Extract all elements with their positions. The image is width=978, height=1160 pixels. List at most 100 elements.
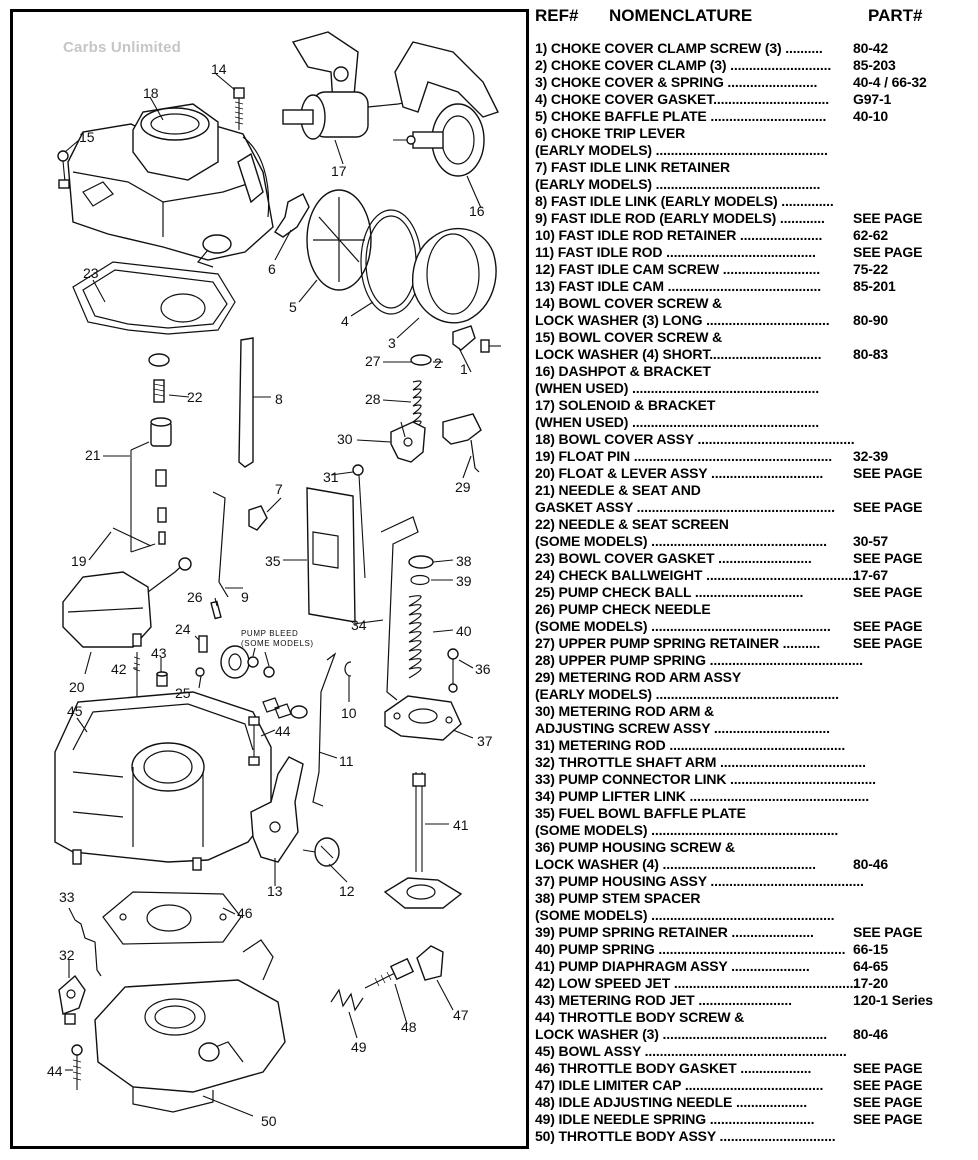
- list-item: 3) CHOKE COVER & SPRING ................…: [535, 74, 975, 91]
- part-number: 80-83: [853, 346, 889, 362]
- callout-13: 13: [267, 883, 283, 899]
- fuel-bowl-baffle-35-part: [306, 487, 356, 623]
- part-description: 35) FUEL BOWL BAFFLE PLATE: [535, 805, 746, 821]
- list-item: 7) FAST IDLE LINK RETAINER: [535, 159, 975, 176]
- part-number: 62-62: [853, 227, 889, 243]
- part-number: 30-57: [853, 533, 889, 549]
- list-item: (SOME MODELS) ..........................…: [535, 822, 975, 839]
- callout-4: 4: [341, 313, 349, 329]
- upper-pump-spring-retainer-27-part: [410, 354, 432, 366]
- part-description: 29) METERING ROD ARM ASSY: [535, 669, 742, 685]
- low-speed-jet-42-part: [133, 652, 141, 702]
- part-description: 16) DASHPOT & BRACKET: [535, 363, 711, 379]
- list-item: 24) CHECK BALLWEIGHT ...................…: [535, 567, 975, 584]
- part-description: 23) BOWL COVER GASKET ..................…: [535, 550, 812, 566]
- pump-check-needle-26-part: [210, 600, 222, 620]
- part-description: LOCK WASHER (4) ........................…: [535, 856, 816, 872]
- list-item: 28) UPPER PUMP SPRING ..................…: [535, 652, 975, 669]
- callout-23: 23: [83, 265, 99, 281]
- callout-20: 20: [69, 679, 85, 695]
- callout-31: 31: [323, 469, 339, 485]
- list-item: (SOME MODELS) ..........................…: [535, 907, 975, 924]
- throttle-body-screw-lower-44-part: [71, 1044, 83, 1090]
- fast-idle-link-retainer-7-part: [248, 505, 268, 531]
- part-description: 10) FAST IDLE ROD RETAINER .............…: [535, 227, 823, 243]
- list-item: 38) PUMP STEM SPACER: [535, 890, 975, 907]
- callout-19: 19: [71, 553, 87, 569]
- part-number: SEE PAGE: [853, 465, 923, 481]
- callout-8: 8: [275, 391, 283, 407]
- pump-bleed-part: [220, 645, 275, 679]
- needle-seat-21-part: [130, 353, 172, 553]
- list-item: 35) FUEL BOWL BAFFLE PLATE: [535, 805, 975, 822]
- list-item: LOCK WASHER (4) SHORT...................…: [535, 346, 975, 363]
- list-item: 9) FAST IDLE ROD (EARLY MODELS) ........…: [535, 210, 975, 227]
- throttle-shaft-arm-32-part: [58, 974, 86, 1025]
- part-number: SEE PAGE: [853, 244, 923, 260]
- parts-list-rows: 1) CHOKE COVER CLAMP SCREW (3) .........…: [535, 40, 975, 1145]
- part-number: 17-20: [853, 975, 889, 991]
- list-item: 18) BOWL COVER ASSY ....................…: [535, 431, 975, 448]
- callout-44: 44: [275, 723, 291, 739]
- part-description: 17) SOLENOID & BRACKET: [535, 397, 716, 413]
- part-description: 9) FAST IDLE ROD (EARLY MODELS) ........…: [535, 210, 825, 226]
- callout-22: 22: [187, 389, 203, 405]
- callout-24: 24: [175, 621, 191, 637]
- callout-36: 36: [475, 661, 491, 677]
- list-item: 50) THROTTLE BODY ASSY .................…: [535, 1128, 975, 1145]
- list-item: LOCK WASHER (4) ........................…: [535, 856, 975, 873]
- part-number: SEE PAGE: [853, 210, 923, 226]
- part-description: 42) LOW SPEED JET ......................…: [535, 975, 858, 991]
- part-description: 45) BOWL ASSY ..........................…: [535, 1043, 847, 1059]
- list-item: 11) FAST IDLE ROD ......................…: [535, 244, 975, 261]
- list-item: 13) FAST IDLE CAM ......................…: [535, 278, 975, 295]
- list-item: 6) CHOKE TRIP LEVER: [535, 125, 975, 142]
- list-item: 2) CHOKE COVER CLAMP (3) ...............…: [535, 57, 975, 74]
- part-number: 120-1 Series: [853, 992, 933, 1008]
- float-lever-20-part: [62, 557, 192, 648]
- list-item: 4) CHOKE COVER GASKET...................…: [535, 91, 975, 108]
- list-item: 34) PUMP LIFTER LINK ...................…: [535, 788, 975, 805]
- callout-labels: 1 2 3 4 5 6 7 8 9 10 11 12 13 14 15 16 1…: [47, 61, 493, 1129]
- list-item: 40) PUMP SPRING ........................…: [535, 941, 975, 958]
- fast-idle-cam-13-part: [250, 756, 304, 863]
- choke-clamp-2-part: [452, 325, 476, 351]
- pump-housing-screw-36-part: [447, 648, 459, 693]
- part-description: (EARLY MODELS) .........................…: [535, 176, 821, 192]
- part-description: 12) FAST IDLE CAM SCREW ................…: [535, 261, 820, 277]
- part-description: 25) PUMP CHECK BALL ....................…: [535, 584, 804, 600]
- part-description: (SOME MODELS) ..........................…: [535, 907, 835, 923]
- callout-5: 5: [289, 299, 297, 315]
- callout-32: 32: [59, 947, 75, 963]
- part-number: 85-201: [853, 278, 896, 294]
- list-item: 39) PUMP SPRING RETAINER ...............…: [535, 924, 975, 941]
- part-description: 7) FAST IDLE LINK RETAINER: [535, 159, 730, 175]
- idle-limiter-cap-47-part: [416, 945, 444, 981]
- part-description: 50) THROTTLE BODY ASSY .................…: [535, 1128, 836, 1144]
- bowl-cover-gasket-23-part: [72, 261, 236, 335]
- part-description: 8) FAST IDLE LINK (EARLY MODELS) .......…: [535, 193, 834, 209]
- callout-17: 17: [331, 163, 347, 179]
- part-description: 34) PUMP LIFTER LINK ...................…: [535, 788, 869, 804]
- list-item: 37) PUMP HOUSING ASSY ..................…: [535, 873, 975, 890]
- list-item: GASKET ASSY ............................…: [535, 499, 975, 516]
- part-description: 19) FLOAT PIN ..........................…: [535, 448, 832, 464]
- screw-14-part: [233, 87, 245, 130]
- nomenclature-column-header: NOMENCLATURE: [609, 6, 753, 25]
- part-number: SEE PAGE: [853, 1094, 923, 1110]
- pump-bleed-label: PUMP BLEED: [241, 629, 298, 638]
- dashpot-16-part: [393, 41, 499, 177]
- callout-3: 3: [388, 335, 396, 351]
- list-item: 44) THROTTLE BODY SCREW &: [535, 1009, 975, 1026]
- part-description: 6) CHOKE TRIP LEVER: [535, 125, 686, 141]
- choke-cover-3-part: [411, 227, 497, 324]
- list-item: 31) METERING ROD .......................…: [535, 737, 975, 754]
- part-description: 11) FAST IDLE ROD ......................…: [535, 244, 816, 260]
- list-item: LOCK WASHER (3) LONG ...................…: [535, 312, 975, 329]
- part-description: 33) PUMP CONNECTOR LINK ................…: [535, 771, 876, 787]
- pump-diaphragm-41-part: [383, 772, 463, 909]
- list-item: 20) FLOAT & LEVER ASSY .................…: [535, 465, 975, 482]
- metering-rod-arm-29-part: [442, 413, 482, 473]
- part-number: 66-15: [853, 941, 889, 957]
- pump-spring-retainer-39-part: [410, 574, 430, 586]
